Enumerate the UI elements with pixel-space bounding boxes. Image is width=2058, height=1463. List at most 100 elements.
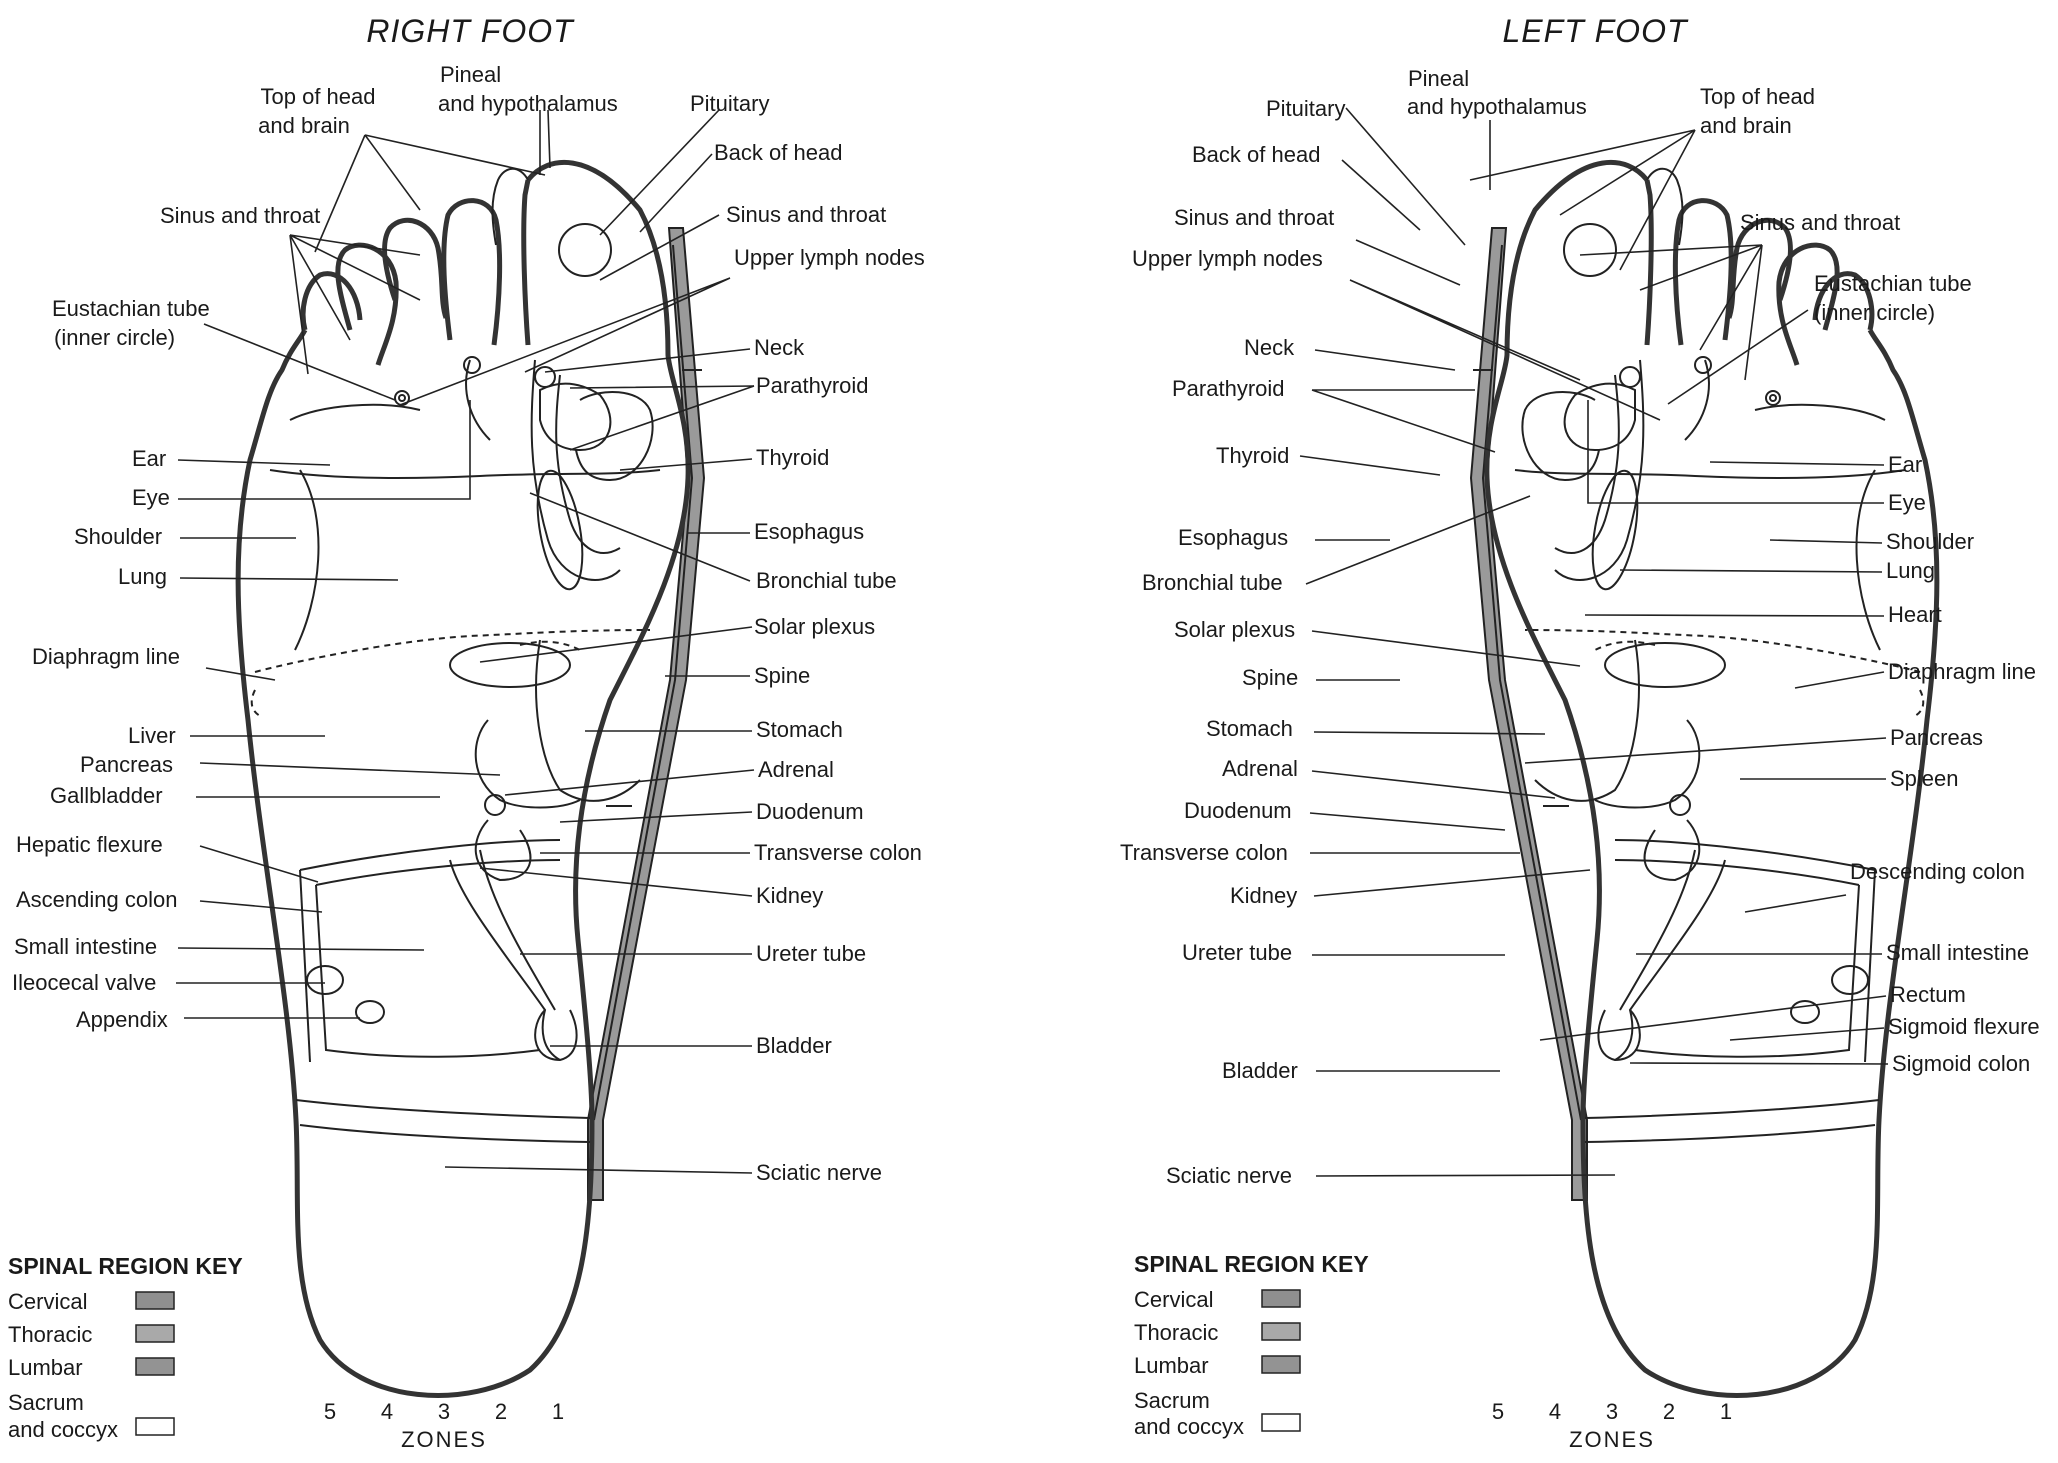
left-label-sciatic-nerve: Sciatic nerve xyxy=(1166,1163,1292,1188)
svg-text:and coccyx: and coccyx xyxy=(8,1417,118,1442)
right-foot-title: RIGHT FOOT xyxy=(366,13,575,49)
label-diaphragm-line: Diaphragm line xyxy=(32,644,180,669)
left-label-solar-plexus: Solar plexus xyxy=(1174,617,1295,642)
left-foot-title: LEFT FOOT xyxy=(1503,13,1689,49)
left-label-spleen: Spleen xyxy=(1890,766,1959,791)
left-label-ear: Ear xyxy=(1888,452,1922,477)
left-leader-lines xyxy=(1299,107,1889,1177)
label-bronchial-tube: Bronchial tube xyxy=(756,568,897,593)
svg-text:4: 4 xyxy=(1549,1399,1561,1424)
left-label-back-of-head: Back of head xyxy=(1192,142,1320,167)
svg-text:Cervical: Cervical xyxy=(1134,1287,1213,1312)
label-parathyroid: Parathyroid xyxy=(756,373,869,398)
label-neck: Neck xyxy=(754,335,805,360)
left-label-duodenum: Duodenum xyxy=(1184,798,1292,823)
svg-text:and brain: and brain xyxy=(1700,113,1792,138)
label-sciatic-nerve: Sciatic nerve xyxy=(756,1160,882,1185)
left-label-eustachian-tube: Eustachian tube xyxy=(1814,271,1972,296)
label-adrenal: Adrenal xyxy=(758,757,834,782)
label-ascending-colon: Ascending colon xyxy=(16,887,177,912)
svg-text:Thoracic: Thoracic xyxy=(8,1322,92,1347)
left-label-sinus-throat-right: Sinus and throat xyxy=(1740,210,1900,235)
label-gallbladder: Gallbladder xyxy=(50,783,163,808)
key-swatch-thoracic xyxy=(135,1324,175,1343)
svg-text:1: 1 xyxy=(1720,1399,1732,1424)
svg-text:Thoracic: Thoracic xyxy=(1134,1320,1218,1345)
svg-text:3: 3 xyxy=(1606,1399,1618,1424)
label-sinus-throat-right: Sinus and throat xyxy=(726,202,886,227)
left-label-pineal: Pineal xyxy=(1408,66,1469,91)
key-swatch-lumbar xyxy=(135,1357,175,1376)
label-solar-plexus: Solar plexus xyxy=(754,614,875,639)
svg-text:3: 3 xyxy=(438,1399,450,1424)
label-pineal: Pineal xyxy=(440,62,501,87)
svg-text:5: 5 xyxy=(1492,1399,1504,1424)
svg-text:(inner circle): (inner circle) xyxy=(54,325,175,350)
left-label-heart: Heart xyxy=(1888,602,1942,627)
svg-text:2: 2 xyxy=(495,1399,507,1424)
left-label-descending-colon: Descending colon xyxy=(1850,859,2025,884)
left-label-esophagus: Esophagus xyxy=(1178,525,1288,550)
left-label-pituitary: Pituitary xyxy=(1266,96,1345,121)
left-label-transverse-colon: Transverse colon xyxy=(1120,840,1288,865)
label-ear: Ear xyxy=(132,446,166,471)
svg-text:(inner circle): (inner circle) xyxy=(1814,300,1935,325)
key-swatch-cervical xyxy=(135,1291,175,1310)
label-top-of-head: Top of head xyxy=(261,84,376,109)
left-label-sinus-throat-left: Sinus and throat xyxy=(1174,205,1334,230)
label-transverse-colon: Transverse colon xyxy=(754,840,922,865)
left-label-spine: Spine xyxy=(1242,665,1298,690)
svg-text:2: 2 xyxy=(1663,1399,1675,1424)
left-label-lung: Lung xyxy=(1886,558,1935,583)
svg-text:Lumbar: Lumbar xyxy=(1134,1353,1209,1378)
left-label-bladder: Bladder xyxy=(1222,1058,1298,1083)
right-foot-drawing xyxy=(238,162,704,1395)
label-liver: Liver xyxy=(128,723,176,748)
label-lung: Lung xyxy=(118,564,167,589)
label-pancreas: Pancreas xyxy=(80,752,173,777)
left-label-adrenal: Adrenal xyxy=(1222,756,1298,781)
left-label-thyroid: Thyroid xyxy=(1216,443,1289,468)
left-label-neck: Neck xyxy=(1244,335,1295,360)
right-zones: 5 4 3 2 1 ZONES xyxy=(324,1399,564,1452)
svg-text:Sacrum: Sacrum xyxy=(1134,1388,1210,1413)
left-label-sigmoid-colon: Sigmoid colon xyxy=(1892,1051,2030,1076)
right-spinal-key: SPINAL REGION KEY Cervical Thoracic Lumb… xyxy=(8,1253,243,1442)
label-bladder: Bladder xyxy=(756,1033,832,1058)
svg-text:Cervical: Cervical xyxy=(8,1289,87,1314)
left-label-bronchial-tube: Bronchial tube xyxy=(1142,570,1283,595)
svg-text:ZONES: ZONES xyxy=(1569,1427,1655,1452)
left-label-ureter-tube: Ureter tube xyxy=(1182,940,1292,965)
left-zones: 5 4 3 2 1 ZONES xyxy=(1492,1399,1732,1452)
label-spine: Spine xyxy=(754,663,810,688)
svg-text:ZONES: ZONES xyxy=(401,1427,487,1452)
svg-text:and hypothalamus: and hypothalamus xyxy=(1407,94,1587,119)
label-small-intestine: Small intestine xyxy=(14,934,157,959)
left-label-stomach: Stomach xyxy=(1206,716,1293,741)
label-hepatic-flexure: Hepatic flexure xyxy=(16,832,163,857)
svg-text:1: 1 xyxy=(552,1399,564,1424)
svg-text:4: 4 xyxy=(381,1399,393,1424)
svg-text:and brain: and brain xyxy=(258,113,350,138)
left-label-eye: Eye xyxy=(1888,490,1926,515)
left-label-sigmoid-flexure: Sigmoid flexure xyxy=(1888,1014,2040,1039)
label-duodenum: Duodenum xyxy=(756,799,864,824)
label-sinus-throat-left: Sinus and throat xyxy=(160,203,320,228)
svg-text:SPINAL REGION KEY: SPINAL REGION KEY xyxy=(1134,1251,1369,1277)
svg-text:SPINAL REGION KEY: SPINAL REGION KEY xyxy=(8,1253,243,1279)
left-label-diaphragm-line: Diaphragm line xyxy=(1888,659,2036,684)
label-eustachian-tube: Eustachian tube xyxy=(52,296,210,321)
left-spinal-key: SPINAL REGION KEY Cervical Thoracic Lumb… xyxy=(1134,1251,1369,1439)
svg-text:Lumbar: Lumbar xyxy=(8,1355,83,1380)
left-label-parathyroid: Parathyroid xyxy=(1172,376,1285,401)
right-leader-lines xyxy=(176,109,755,1174)
left-label-shoulder: Shoulder xyxy=(1886,529,1974,554)
label-thyroid: Thyroid xyxy=(756,445,829,470)
left-label-kidney: Kidney xyxy=(1230,883,1297,908)
left-label-upper-lymph-nodes: Upper lymph nodes xyxy=(1132,246,1323,271)
svg-text:5: 5 xyxy=(324,1399,336,1424)
label-appendix: Appendix xyxy=(76,1007,168,1032)
label-kidney: Kidney xyxy=(756,883,823,908)
label-shoulder: Shoulder xyxy=(74,524,162,549)
